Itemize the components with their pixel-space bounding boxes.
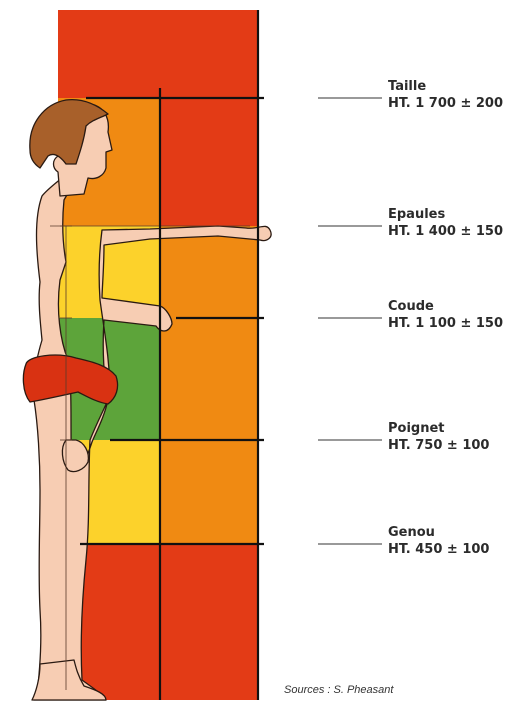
label-coude-name: Coude [388, 298, 503, 315]
label-genou-name: Genou [388, 524, 489, 541]
zone-right-red-upper [160, 98, 258, 226]
zone-right-orange-mid [160, 226, 258, 544]
zone-top-red [58, 10, 258, 98]
label-taille: Taille HT. 1 700 ± 200 [388, 78, 503, 112]
label-coude: Coude HT. 1 100 ± 150 [388, 298, 503, 332]
label-poignet-value: HT. 750 ± 100 [388, 437, 489, 454]
label-taille-value: HT. 1 700 ± 200 [388, 95, 503, 112]
label-genou: Genou HT. 450 ± 100 [388, 524, 489, 558]
label-coude-value: HT. 1 100 ± 150 [388, 315, 503, 332]
label-genou-value: HT. 450 ± 100 [388, 541, 489, 558]
zone-bottom-red [58, 544, 258, 700]
label-poignet: Poignet HT. 750 ± 100 [388, 420, 489, 454]
label-epaules-value: HT. 1 400 ± 150 [388, 223, 503, 240]
label-poignet-name: Poignet [388, 420, 489, 437]
label-epaules: Epaules HT. 1 400 ± 150 [388, 206, 503, 240]
label-epaules-name: Epaules [388, 206, 503, 223]
label-taille-name: Taille [388, 78, 503, 95]
source-credit: Sources : S. Pheasant [284, 684, 393, 696]
label-pointer-lines [318, 98, 382, 544]
